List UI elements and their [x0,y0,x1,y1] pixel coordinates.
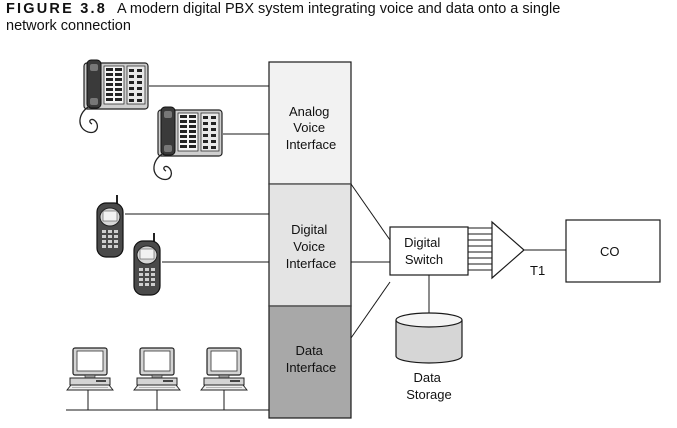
cell-phone-icon [133,232,161,296]
switch-label: Digital Switch [404,235,444,267]
pbx-stack: Analog Voice Interface Digital Voice Int… [268,61,352,419]
analog-voice-interface [268,61,352,185]
data-label: Data Interface [286,343,337,375]
multiplexer-icon [468,220,525,280]
computer-icon [133,347,181,391]
caption-text-line2: network connection [6,18,131,34]
cell-phone-icon [96,194,124,258]
t1-label: T1 [530,263,545,278]
caption-text-line1: A modern digital PBX system integrating … [116,1,561,17]
analog-label: Analog Voice Interface [286,104,337,152]
computer-icon [66,347,114,391]
desk-phone-icon [153,106,223,181]
co-label: CO [600,244,620,259]
storage-label: Data Storage [406,370,452,402]
digital-switch [389,226,469,276]
figure-label: FIGURE 3.8 [6,1,107,17]
connection-lines [66,85,566,411]
central-office [565,219,661,283]
database-icon [395,312,463,364]
computer-icon [200,347,248,391]
desk-phone-icon [79,59,149,134]
digital-label: Digital Voice Interface [286,222,337,271]
figure-caption: FIGURE 3.8 A modern digital PBX system in… [6,1,674,35]
